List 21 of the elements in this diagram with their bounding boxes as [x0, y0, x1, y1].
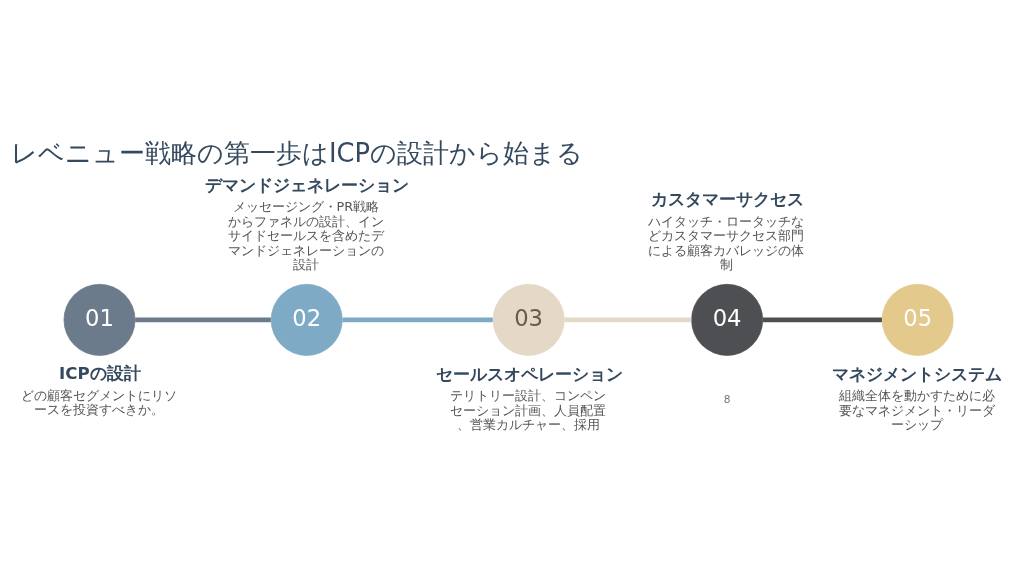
- node-label: セールスオペレーション: [435, 365, 623, 385]
- node-circle: 03: [492, 283, 565, 356]
- node-circle: 01: [63, 283, 136, 356]
- node-label: デマンドジェネレーション: [204, 176, 409, 196]
- node-label: ハイタッチ・ロータッチなどカスタマーサクセス部門による顧客カバレッジの体制: [648, 213, 805, 272]
- node-label: どの顧客セグメントにリソースを投資すべきか。: [20, 387, 177, 418]
- node-circle: 04: [691, 283, 764, 356]
- diagram-title: レベニュー戦略の第一歩はICPの設計から始まる: [10, 137, 583, 168]
- connector: [762, 317, 882, 323]
- node-label: テリトリー設計、コンペンセーション計画、人員配置、営業カルチャー、採用: [450, 388, 607, 433]
- node-circle: 02: [270, 283, 343, 356]
- node-label: メッセージング・PR戦略からファネルの設計、インサイドセールスを含めたデマンドジェネレーションの設計: [228, 199, 385, 272]
- node-circle: 05: [881, 283, 954, 356]
- connector: [342, 317, 493, 323]
- node-label: マネジメントシステム: [832, 365, 1003, 385]
- node-label: カスタマーサクセス: [650, 190, 804, 210]
- label: 8: [723, 392, 731, 405]
- node-label: 組織全体を動かすために必要なマネジメント・リーダーシップ: [839, 388, 996, 433]
- connector: [135, 317, 271, 323]
- node-label: ICPの設計: [59, 364, 141, 384]
- connector: [564, 317, 692, 323]
